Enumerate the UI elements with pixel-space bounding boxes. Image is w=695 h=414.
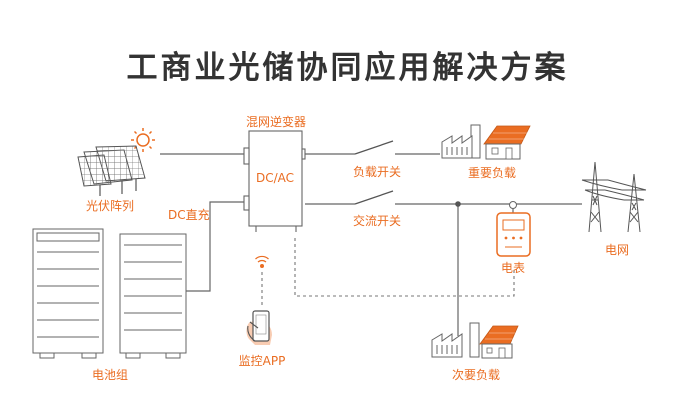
battery-group-label: 电池组 [91,368,129,382]
secondary-load-label: 次要负载 [451,368,501,382]
transmission-tower-icon [581,161,647,233]
inverter-icon [243,130,306,232]
phone-app-icon [246,310,272,345]
load-switch-icon [354,140,394,155]
pv-array-label: 光伏阵列 [85,199,135,213]
ac-switch-label: 交流开关 [352,214,402,228]
electric-meter-icon [496,201,531,257]
inverter-label: 混网逆变器 [245,115,307,129]
wifi-signal-icon [255,255,269,269]
house-icon [483,125,531,160]
critical-load-label: 重要负载 [467,166,517,180]
grid-label: 电网 [604,243,630,257]
house-icon [479,325,519,359]
bus-junction-dot [455,201,461,207]
monitoring-dashed-lines [261,238,515,308]
battery-to-inverter-line [186,201,244,292]
page-title: 工商业光储协同应用解决方案 [126,50,569,86]
dc-charge-label: DC直充 [168,208,210,222]
meter-label: 电表 [500,261,526,275]
solar-panel-icon [77,145,146,196]
monitor-app-label: 监控APP [238,354,286,368]
ac-switch-icon [354,190,394,205]
dc-ac-label: DC/AC [255,171,295,185]
connection-lines [160,153,582,336]
battery-cabinet-icon [32,228,187,359]
factory-icon [441,124,481,159]
load-switch-label: 负载开关 [352,165,402,179]
factory-icon [431,322,480,358]
